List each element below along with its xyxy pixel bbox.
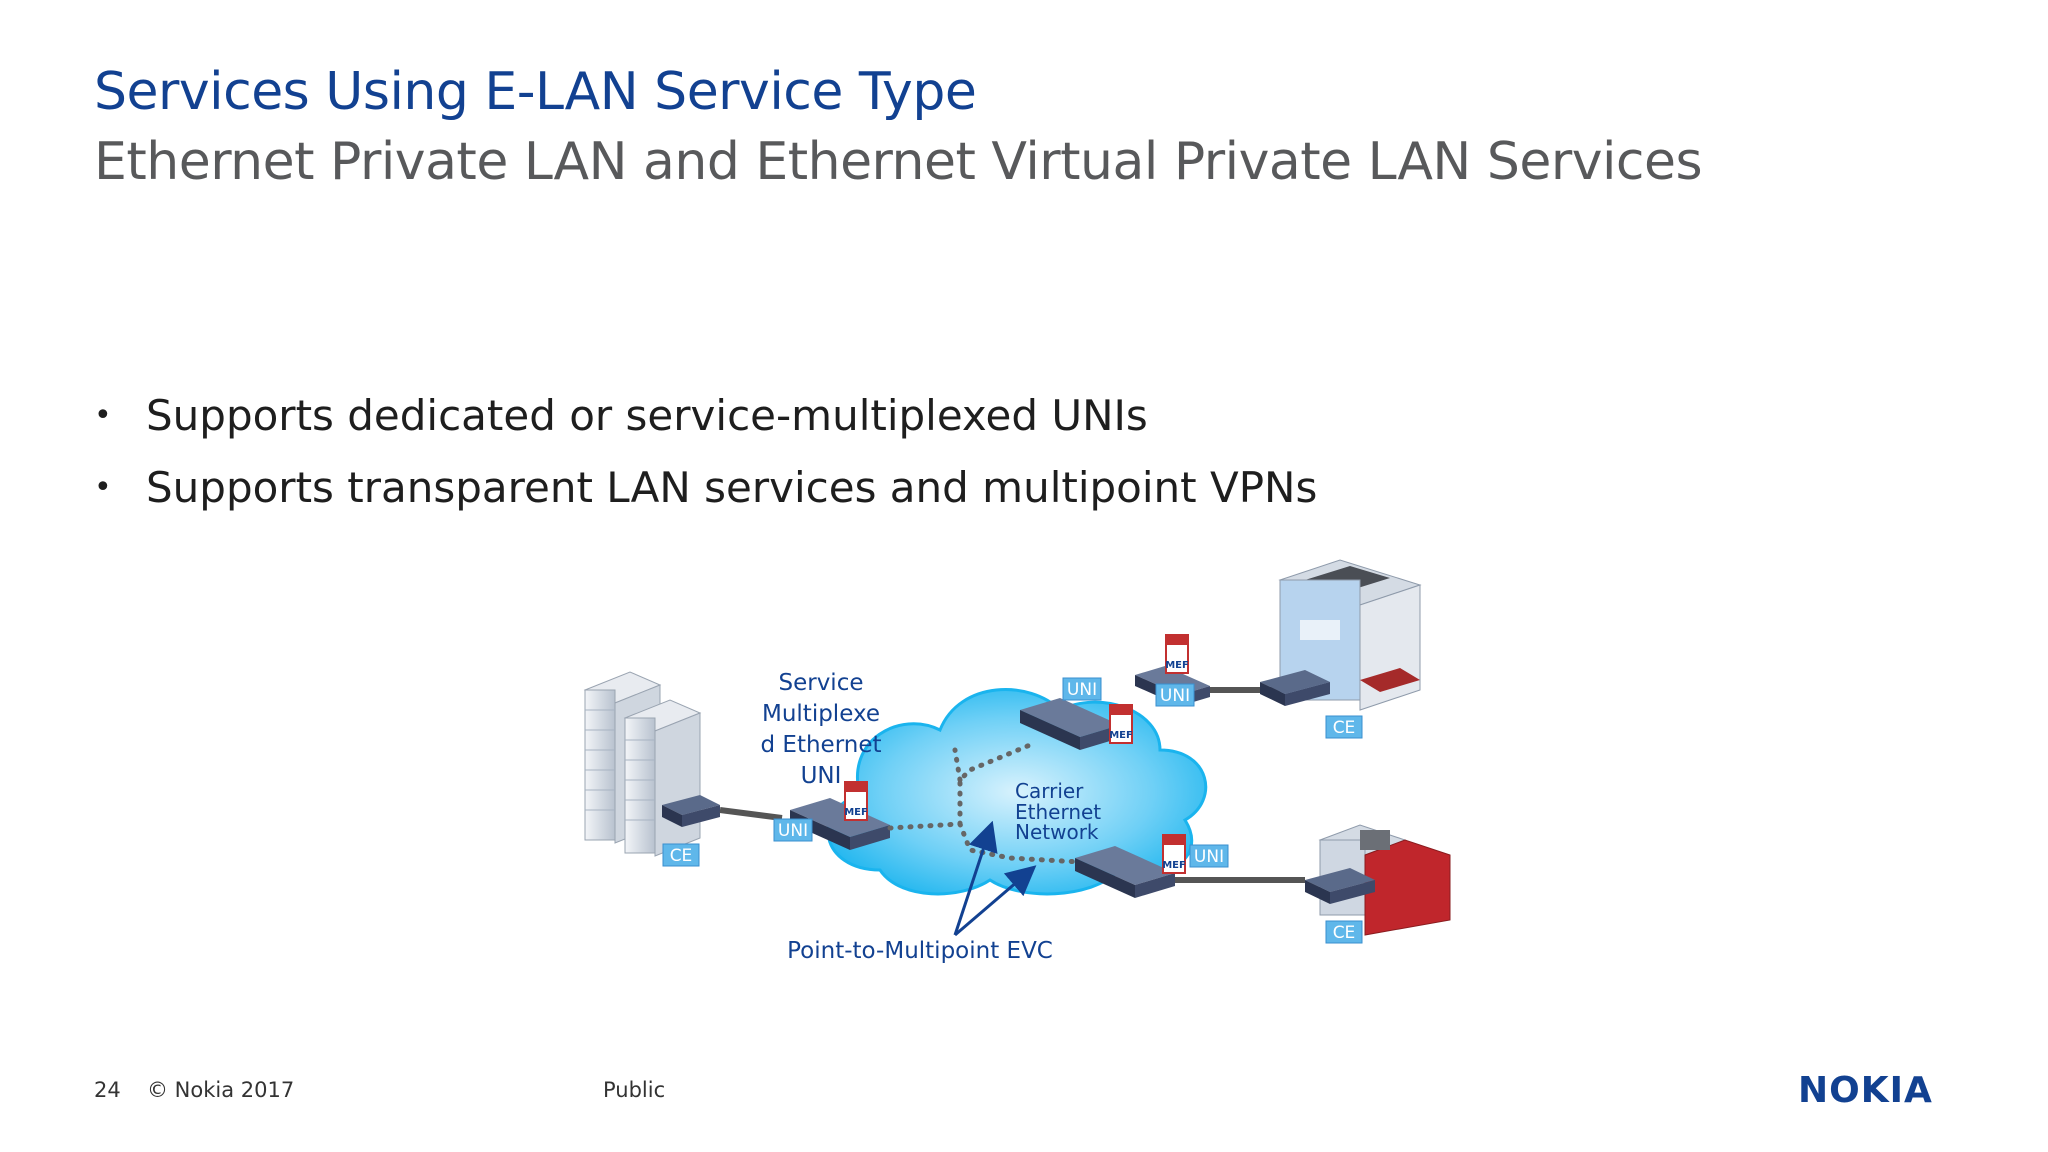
- evc-path-bottom: [957, 821, 1083, 865]
- evc-dotted-lines: [887, 742, 1083, 865]
- svg-text:Carrier: Carrier: [1015, 779, 1084, 803]
- bullet-item: • Supports transparent LAN services and m…: [94, 452, 1317, 524]
- mef-badge-icon: MEF: [1109, 704, 1133, 744]
- bottom-right-ce-router-icon: [1305, 868, 1375, 904]
- svg-text:CE: CE: [1333, 923, 1356, 943]
- bullet-list: • Supports dedicated or service-multiplex…: [94, 380, 1317, 524]
- svg-text:UNI: UNI: [1067, 680, 1097, 700]
- ce-tag: CE: [1325, 715, 1363, 739]
- svg-text:MEF: MEF: [1165, 660, 1189, 671]
- svg-text:MEF: MEF: [844, 807, 868, 818]
- mef-badge-icon: MEF: [1165, 634, 1189, 674]
- svg-text:Ethernet: Ethernet: [1015, 800, 1101, 824]
- evc-arrow-1: [953, 820, 998, 936]
- mef-badge-icon: MEF: [844, 781, 868, 821]
- evc-arrows: [953, 820, 1037, 937]
- service-multiplexed-uni-label: Service Multiplexe d Ethernet UNI: [761, 670, 882, 789]
- ce-tag: CE: [662, 843, 700, 867]
- uni-tag: UNI: [1062, 677, 1102, 701]
- svg-text:CE: CE: [1333, 718, 1356, 738]
- svg-text:UNI: UNI: [1160, 686, 1190, 706]
- uni-tag: UNI: [1189, 844, 1229, 868]
- svg-text:UNI: UNI: [801, 763, 842, 789]
- evc-label: Point-to-Multipoint EVC: [787, 938, 1053, 964]
- svg-text:UNI: UNI: [1194, 847, 1224, 867]
- bullet-item: • Supports dedicated or service-multiplex…: [94, 380, 1317, 452]
- svg-text:CE: CE: [670, 846, 693, 866]
- classification-label: Public: [603, 1078, 666, 1102]
- svg-text:Multiplexe: Multiplexe: [762, 701, 880, 727]
- slide-title: Services Using E-LAN Service Type: [94, 62, 977, 122]
- svg-text:MEF: MEF: [1109, 730, 1133, 741]
- uni-tag: UNI: [773, 818, 813, 842]
- bottom-pe-switch-icon: [1075, 846, 1175, 898]
- evc-path-top: [887, 742, 1033, 831]
- carrier-ethernet-network-label: Carrier Ethernet Network: [1015, 779, 1101, 844]
- slide-subtitle: Ethernet Private LAN and Ethernet Virtua…: [94, 132, 1703, 192]
- e-lan-network-diagram: MEF MEF MEF MEF UNI UNI UNI UNI CE CE: [583, 559, 1451, 964]
- ce-tag: CE: [1325, 920, 1363, 944]
- bullet-dot: •: [94, 470, 112, 505]
- svg-text:d Ethernet: d Ethernet: [761, 732, 882, 758]
- left-office-building-icon: [583, 671, 702, 857]
- left-ce-router-icon: [662, 795, 720, 827]
- bullet-text: Supports transparent LAN services and mu…: [146, 463, 1318, 512]
- top-right-ce-router-icon: [1260, 670, 1330, 706]
- page-number: 24: [94, 1078, 121, 1102]
- svg-text:Service: Service: [778, 670, 863, 696]
- evc-arrow-2: [954, 865, 1037, 937]
- svg-text:Network: Network: [1015, 820, 1099, 844]
- copyright-text: © Nokia 2017: [147, 1078, 295, 1102]
- nokia-logo: NOKIA: [1798, 1070, 1933, 1111]
- svg-text:MEF: MEF: [1162, 860, 1186, 871]
- mef-badge-icon: MEF: [1162, 834, 1186, 874]
- left-ce-link: [719, 807, 783, 821]
- svg-text:UNI: UNI: [778, 821, 808, 841]
- bullet-dot: •: [94, 398, 112, 433]
- uni-tag: UNI: [1155, 683, 1195, 707]
- bullet-text: Supports dedicated or service-multiplexe…: [146, 391, 1148, 440]
